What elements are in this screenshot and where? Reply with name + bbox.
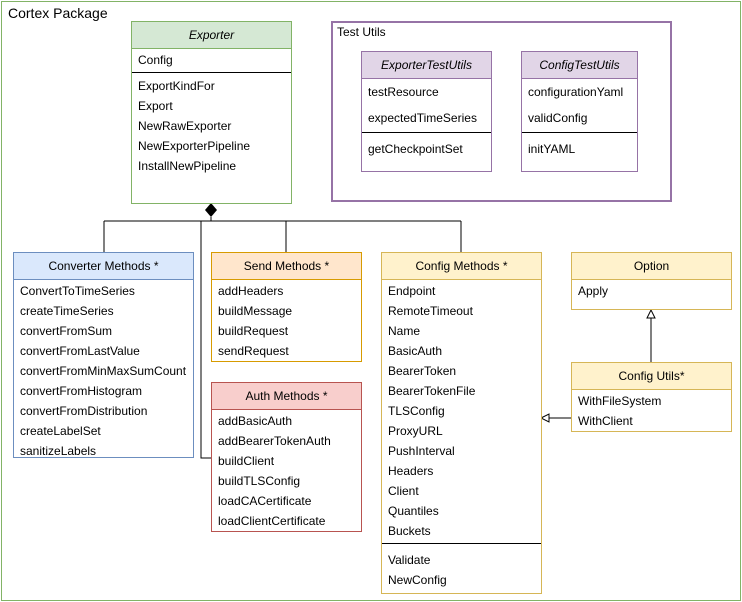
config-test-utils-field: validConfig (528, 111, 588, 125)
test-utils-title: Test Utils (337, 25, 386, 39)
config-field: ProxyURL (388, 424, 443, 438)
test-utils-group (331, 21, 672, 202)
converter-method: convertFromMinMaxSumCount (20, 364, 187, 378)
triangle-arrow-icon (646, 308, 656, 319)
option-method: Apply (578, 284, 609, 298)
config-utils-class: Config Utils* WithFileSystem WithClient (571, 362, 732, 432)
config-field: Buckets (388, 524, 431, 538)
option-class: Option Apply (571, 252, 732, 310)
exporter-test-utils-class: ExporterTestUtils testResource expectedT… (361, 51, 492, 172)
config-field: BearerTokenFile (388, 384, 476, 398)
config-field: Endpoint (388, 284, 436, 298)
exporter-method: Export (138, 99, 173, 113)
send-method: sendRequest (218, 344, 289, 358)
send-method: buildMessage (218, 304, 293, 318)
config-methods-class: Config Methods * Endpoint RemoteTimeout … (381, 252, 542, 594)
send-method: buildRequest (218, 324, 289, 338)
converter-method: createTimeSeries (20, 304, 114, 318)
config-test-utils-class: ConfigTestUtils configurationYaml validC… (521, 51, 638, 172)
exporter-test-utils-field: testResource (368, 85, 439, 99)
converter-method: convertFromHistogram (20, 384, 143, 398)
converter-methods-title: Converter Methods * (14, 253, 193, 280)
config-field: Quantiles (388, 504, 439, 518)
option-title: Option (572, 253, 731, 280)
auth-method: loadCACertificate (218, 494, 312, 508)
config-field: Name (388, 324, 421, 338)
converter-method: ConvertToTimeSeries (20, 284, 135, 298)
config-methods-title: Config Methods * (382, 253, 541, 280)
config-method: NewConfig (388, 573, 447, 587)
auth-method: addBasicAuth (218, 414, 293, 428)
composition-diamond-icon (205, 203, 217, 217)
converter-method: sanitizeLabels (20, 444, 97, 458)
auth-method: buildTLSConfig (218, 474, 301, 488)
exporter-method: NewRawExporter (138, 119, 232, 133)
send-method: addHeaders (218, 284, 284, 298)
exporter-method: ExportKindFor (138, 79, 215, 93)
config-utils-method: WithClient (578, 414, 633, 428)
exporter-title: Exporter (132, 22, 291, 49)
config-test-utils-title: ConfigTestUtils (522, 52, 637, 79)
exporter-test-utils-title: ExporterTestUtils (362, 52, 491, 79)
config-test-utils-method: initYAML (528, 142, 576, 156)
send-methods-class: Send Methods * addHeaders buildMessage b… (211, 252, 362, 362)
send-methods-title: Send Methods * (212, 253, 361, 280)
exporter-test-utils-field: expectedTimeSeries (368, 111, 477, 125)
exporter-method: InstallNewPipeline (138, 159, 237, 173)
config-field: Headers (388, 464, 434, 478)
converter-method: convertFromSum (20, 324, 113, 338)
converter-method: createLabelSet (20, 424, 101, 438)
converter-methods-class: Converter Methods * ConvertToTimeSeries … (13, 252, 194, 458)
config-test-utils-field: configurationYaml (528, 85, 624, 99)
package-title: Cortex Package (8, 5, 108, 21)
converter-method: convertFromLastValue (20, 344, 140, 358)
config-field: TLSConfig (388, 404, 445, 418)
exporter-field: Config (138, 53, 173, 67)
config-field: RemoteTimeout (388, 304, 473, 318)
auth-methods-class: Auth Methods * addBasicAuth addBearerTok… (211, 382, 362, 532)
auth-method: loadClientCertificate (218, 514, 326, 528)
auth-method: addBearerTokenAuth (218, 434, 331, 448)
link-auth (200, 221, 211, 459)
config-field: Client (388, 484, 419, 498)
config-utils-title: Config Utils* (572, 363, 731, 390)
converter-method: convertFromDistribution (20, 404, 148, 418)
auth-methods-title: Auth Methods * (212, 383, 361, 410)
config-utils-method: WithFileSystem (578, 394, 662, 408)
exporter-method: NewExporterPipeline (138, 139, 251, 153)
config-field: BasicAuth (388, 344, 443, 358)
triangle-arrow-icon (539, 413, 550, 423)
config-field: BearerToken (388, 364, 457, 378)
exporter-test-utils-method: getCheckpointSet (368, 142, 463, 156)
config-method: Validate (388, 553, 431, 567)
exporter-class: Exporter Config ExportKindFor Export New… (131, 21, 292, 204)
auth-method: buildClient (218, 454, 275, 468)
config-field: PushInterval (388, 444, 455, 458)
